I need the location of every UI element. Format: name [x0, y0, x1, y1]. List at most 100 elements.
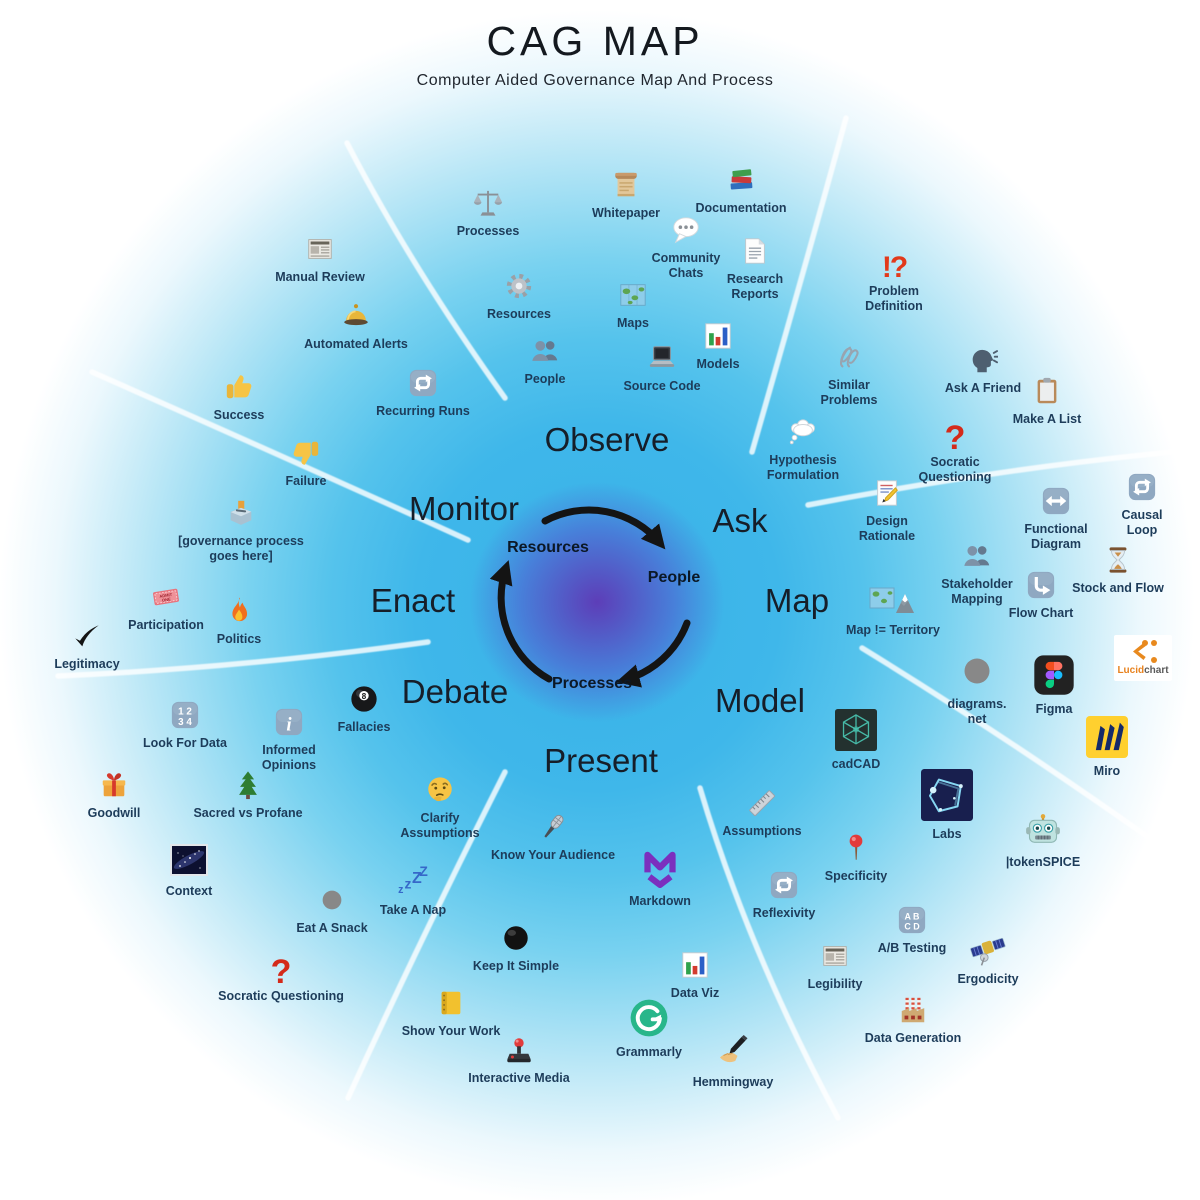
section-label-map: Map: [764, 582, 830, 619]
node-label: Problem Definition: [865, 284, 923, 314]
node-similar-problems: Similar Problems: [769, 342, 929, 409]
node-whitepaper: Whitepaper: [546, 170, 706, 221]
section-label-monitor: Monitor: [408, 490, 520, 527]
node-label: |tokenSPICE: [1005, 855, 1081, 869]
node-lucidchart: Lucidchart: [1063, 635, 1200, 686]
node-goodwill: Goodwill: [34, 770, 194, 821]
eightball-icon: 8: [349, 684, 379, 714]
section-label-debate: Debate: [401, 673, 509, 710]
fire-icon: [224, 596, 254, 626]
clipboard-icon: [1032, 376, 1062, 406]
tree-icon: [233, 770, 263, 800]
node-label: Failure: [285, 474, 327, 488]
node-stock-and-flow: Stock and Flow: [1038, 545, 1198, 596]
node-label: Sacred vs Profane: [193, 806, 303, 820]
popcorn-icon: [317, 885, 347, 915]
node-specificity: Specificity: [776, 833, 936, 884]
node-interactive-media: Interactive Media: [439, 1035, 599, 1086]
node-functional-diagram: Functional Diagram: [976, 486, 1136, 553]
node-label: [governance process goes here]: [178, 534, 304, 564]
pushpin-icon: [841, 833, 871, 863]
books-icon: [726, 165, 756, 195]
labs-logo-icon: [921, 769, 973, 821]
node-label: Data Viz: [670, 986, 720, 1000]
people-icon: [530, 336, 560, 366]
svg-text:ONE: ONE: [162, 596, 172, 602]
center-gradient-blob: [427, 442, 767, 762]
node-causal-loop: Causal Loop: [1062, 472, 1200, 539]
txt-q-icon: ?: [270, 953, 292, 991]
node-maps: Maps: [553, 280, 713, 331]
notebook-icon: [436, 988, 466, 1018]
node-legibility: Legibility: [755, 941, 915, 992]
page-subtitle: Computer Aided Governance Map And Proces…: [416, 72, 774, 89]
svg-text:Z: Z: [412, 870, 422, 887]
node-label: A/B Testing: [877, 941, 947, 955]
mapmountain-icon: [869, 585, 917, 617]
node-hypothesis-formulation: Hypothesis Formulation: [723, 417, 883, 484]
page-icon: [740, 236, 770, 266]
svg-text:ADMIT: ADMIT: [159, 592, 173, 599]
node-design-rationale: Design Rationale: [807, 478, 967, 545]
node-assumptions: Assumptions: [682, 788, 842, 839]
node-label: Manual Review: [275, 270, 365, 284]
svg-text:1 2: 1 2: [178, 707, 192, 718]
node-miro: Miro: [1027, 716, 1187, 779]
node-label: diagrams. net: [947, 697, 1007, 727]
node-legitimacy: Legitimacy: [7, 621, 167, 672]
svg-text:z: z: [398, 884, 403, 896]
node-label: Goodwill: [87, 806, 141, 820]
node-eat-a-snack: Eat A Snack: [252, 885, 412, 936]
node-manual-review: Manual Review: [240, 234, 400, 285]
node-label: Figma: [1035, 702, 1073, 716]
node-ask-a-friend: Ask A Friend: [903, 345, 1063, 396]
node-label: Keep It Simple: [472, 959, 560, 973]
node-data-viz: Data Viz: [615, 950, 775, 1001]
node-context: Context: [109, 842, 269, 899]
people-icon: [962, 541, 992, 571]
node-label: Participation: [128, 618, 204, 632]
node-label: Specificity: [824, 869, 888, 883]
node-reflexivity: Reflexivity: [704, 870, 864, 921]
node-label: Show Your Work: [401, 1024, 501, 1038]
satellite-icon: [970, 930, 1006, 966]
node-label: Look For Data: [142, 736, 228, 750]
node-label: Miro: [1093, 764, 1121, 778]
newspaper-icon: [820, 941, 850, 971]
node-tokenspice: |tokenSPICE: [963, 813, 1123, 870]
robot-icon: [1025, 813, 1061, 849]
miro-logo-icon: [1086, 716, 1128, 758]
svg-text:C D: C D: [904, 921, 920, 931]
node-research-reports: Research Reports: [675, 236, 835, 303]
paperclips-icon: [834, 342, 864, 372]
cycle-node-processes: Processes: [551, 675, 633, 692]
node-label: Stock and Flow: [1072, 581, 1164, 595]
node-label: Functional Diagram: [1024, 522, 1088, 552]
node-label: Data Generation: [864, 1031, 962, 1045]
node-label: Community Chats: [651, 251, 721, 281]
svg-text:i: i: [286, 714, 292, 735]
node-clarify-assumptions: Clarify Assumptions: [360, 775, 520, 842]
node-community-chats: Community Chats: [606, 215, 766, 282]
barchart-icon: [703, 321, 733, 351]
writehand-icon: [715, 1033, 751, 1069]
node-label: Know Your Audience: [490, 848, 616, 862]
node-label: Hypothesis Formulation: [766, 453, 840, 483]
node-label: Socratic Questioning: [918, 455, 992, 485]
svg-text:Lucidchart: Lucidchart: [1117, 665, 1169, 676]
galaxy-icon: [169, 842, 209, 878]
node-problem-definition: !?Problem Definition: [814, 253, 974, 315]
thumbdown-icon: [291, 438, 321, 468]
hourglass-icon: [1103, 545, 1133, 575]
flow-sq-icon: [1026, 570, 1056, 600]
node-sacred-vs-profane: Sacred vs Profane: [168, 770, 328, 821]
txt-q-icon: ?: [944, 419, 966, 457]
lucid-logo-icon: Lucidchart: [1114, 635, 1172, 681]
node-label: People: [524, 372, 566, 386]
node-labs: Labs: [867, 769, 1027, 842]
node-label: Recurring Runs: [376, 404, 470, 418]
